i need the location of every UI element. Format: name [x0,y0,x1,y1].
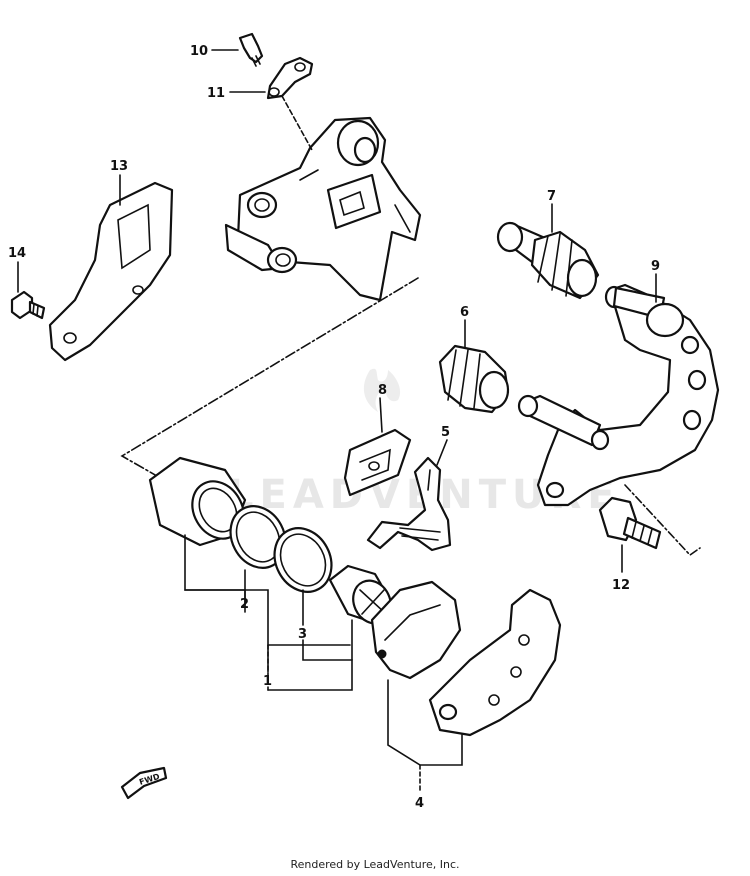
group-leaders [184,534,463,791]
pin-boot-lower [438,344,510,414]
callout-13: 13 [110,159,128,174]
callout-3: 3 [298,627,307,642]
mounting-bolt-small [10,290,46,320]
callout-11: 11 [207,86,225,101]
pad-spring [343,397,412,497]
callouts: 10 11 13 14 7 9 6 8 5 12 2 3 1 4 [8,44,660,811]
pin-boot-upper [496,221,600,300]
callout-1: 1 [263,674,272,689]
mounting-bolt-large [598,496,662,550]
callout-12: 12 [612,578,630,593]
caliper-support-bracket [517,283,720,557]
callout-5: 5 [441,425,450,440]
brake-pad-inner [370,580,462,680]
footer-credit: Rendered by LeadVenture, Inc. [290,858,460,871]
callout-9: 9 [651,259,660,274]
bleeder-washer [266,56,314,151]
piston-seal [229,505,287,569]
callout-10: 10 [190,44,208,59]
callout-4: 4 [415,796,424,811]
callout-6: 6 [460,305,469,320]
callout-7: 7 [547,189,556,204]
caliper-body [224,116,422,302]
brake-pad-plate [428,588,562,737]
callout-14: 14 [8,246,26,261]
callout-8: 8 [378,383,387,398]
callout-2: 2 [240,597,249,612]
dust-seal [273,527,333,593]
caliper-bracket-plate [48,181,174,362]
forward-arrow-icon: FWD [120,766,168,800]
pad-retainer [366,456,452,552]
bleeder-screw [238,32,264,67]
